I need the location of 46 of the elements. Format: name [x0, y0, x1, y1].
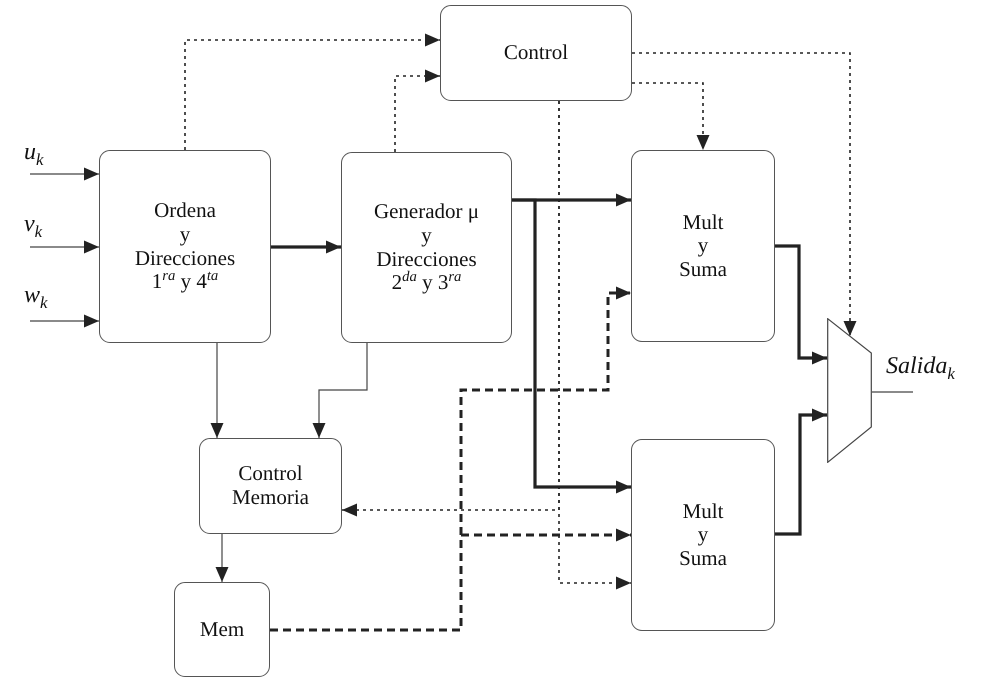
signal-label: w$_{k}$: [24, 283, 72, 321]
arrow: [512, 198, 631, 494]
process-box: [631, 439, 775, 631]
box-text: Suma: [679, 258, 727, 282]
process-box: [99, 150, 271, 343]
box-text: y: [698, 234, 708, 258]
box-text: y: [180, 222, 190, 246]
box-text: y: [698, 523, 708, 547]
box-text: Ordena: [154, 199, 216, 223]
arrow: [270, 528, 631, 632]
box-text: Mult: [682, 500, 724, 524]
process-box: [174, 582, 270, 677]
arrow: [184, 34, 440, 150]
arrow: [210, 343, 224, 438]
arrow: [271, 240, 341, 254]
arrow: [30, 314, 99, 328]
multiplexer-symbol: [827, 318, 872, 463]
box-text: Control: [504, 41, 568, 65]
box-text: Suma: [679, 546, 727, 570]
arrow: [216, 534, 228, 582]
arrow: [775, 244, 827, 364]
process-box: [440, 5, 632, 101]
process-box: [199, 438, 342, 534]
process-box: [341, 152, 512, 343]
signal-label: v$_{k}$: [24, 212, 68, 247]
connector-line: [872, 391, 913, 393]
box-text: Control Memoria: [231, 462, 310, 510]
signal-label: u$_{k}$: [24, 140, 68, 174]
box-text: 2$^{da}$ y 3$^{ra}$: [392, 271, 462, 295]
signal-label: Salida$_{k}$: [886, 354, 983, 392]
box-text: y: [421, 224, 432, 248]
box-text: 1$^{ra}$ y 4$^{ta}$: [152, 270, 218, 294]
box-text: Direcciones: [376, 248, 477, 270]
arrow: [775, 408, 827, 536]
box-text: Mem: [200, 618, 244, 642]
arrow: [632, 82, 710, 150]
arrow: [30, 168, 99, 180]
box-text: Generador μ: [374, 200, 480, 224]
box-text: Direcciones: [134, 246, 236, 270]
arrow: [312, 343, 368, 438]
arrow: [558, 101, 631, 590]
arrow: [30, 240, 99, 254]
box-text: Mult: [682, 210, 724, 234]
arrow: [394, 70, 440, 152]
arrow: [632, 52, 856, 336]
process-box: [631, 150, 775, 342]
